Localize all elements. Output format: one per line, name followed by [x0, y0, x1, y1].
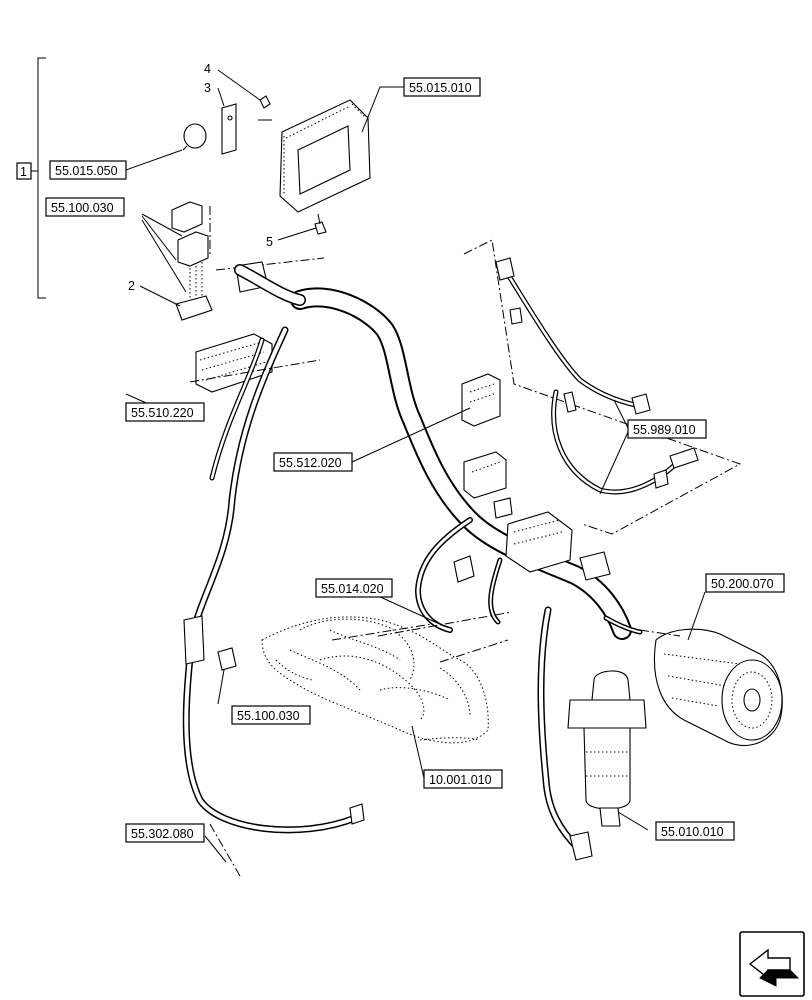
ref-55512020[interactable]: 55.512.020 — [273, 452, 353, 472]
ref-50200070[interactable]: 50.200.070 — [705, 573, 785, 593]
main-connector — [505, 511, 573, 573]
group-bracket — [37, 57, 46, 299]
wire-loop — [183, 123, 207, 149]
compressor — [653, 628, 783, 747]
ref-55100030-lower[interactable]: 55.100.030 — [231, 705, 311, 725]
sensor-harness — [501, 265, 643, 409]
ref-55015010[interactable]: 55.015.010 — [403, 77, 481, 97]
sensor-frame — [463, 239, 742, 535]
relay-small — [217, 647, 237, 671]
callout-2: 2 — [128, 279, 135, 293]
group-label: 1 — [20, 165, 27, 179]
svg-text:55.100.030: 55.100.030 — [51, 201, 114, 215]
ref-55302080[interactable]: 55.302.080 — [125, 823, 205, 843]
harness-branch-fuel — [537, 606, 582, 852]
ref-55014020[interactable]: 55.014.020 — [315, 578, 393, 598]
svg-text:55.989.010: 55.989.010 — [633, 423, 696, 437]
svg-text:55.015.010: 55.015.010 — [409, 81, 472, 95]
module-55512020 — [461, 373, 507, 499]
main-harness-inner — [292, 289, 630, 638]
ref-10001010[interactable]: 10.001.010 — [423, 769, 503, 789]
svg-text:55.015.050: 55.015.050 — [55, 164, 118, 178]
svg-text:55.014.020: 55.014.020 — [321, 582, 384, 596]
fuel-filter — [567, 670, 647, 827]
callout-5: 5 — [266, 235, 273, 249]
callout-3: 3 — [204, 81, 211, 95]
svg-text:55.010.010: 55.010.010 — [661, 825, 724, 839]
relay-group — [171, 201, 325, 300]
ref-55989010[interactable]: 55.989.010 — [627, 419, 707, 439]
ref-55100030-upper[interactable]: 55.100.030 — [45, 197, 125, 217]
group-label-box[interactable] — [16, 162, 32, 180]
ref-55510220[interactable]: 55.510.220 — [125, 402, 205, 422]
engine-block — [261, 616, 489, 744]
svg-text:50.200.070: 50.200.070 — [711, 577, 774, 591]
control-module — [221, 95, 371, 235]
svg-text:55.100.030: 55.100.030 — [237, 709, 300, 723]
arrow-nav-icon[interactable] — [739, 931, 805, 997]
svg-text:55.510.220: 55.510.220 — [131, 406, 194, 420]
svg-text:10.001.010: 10.001.010 — [429, 773, 492, 787]
svg-text:55.302.080: 55.302.080 — [131, 827, 194, 841]
ref-55010010[interactable]: 55.010.010 — [655, 821, 735, 841]
callout-4: 4 — [204, 62, 211, 76]
svg-text:55.512.020: 55.512.020 — [279, 456, 342, 470]
connector-left — [183, 615, 205, 665]
ref-55015050[interactable]: 55.015.050 — [49, 160, 127, 180]
